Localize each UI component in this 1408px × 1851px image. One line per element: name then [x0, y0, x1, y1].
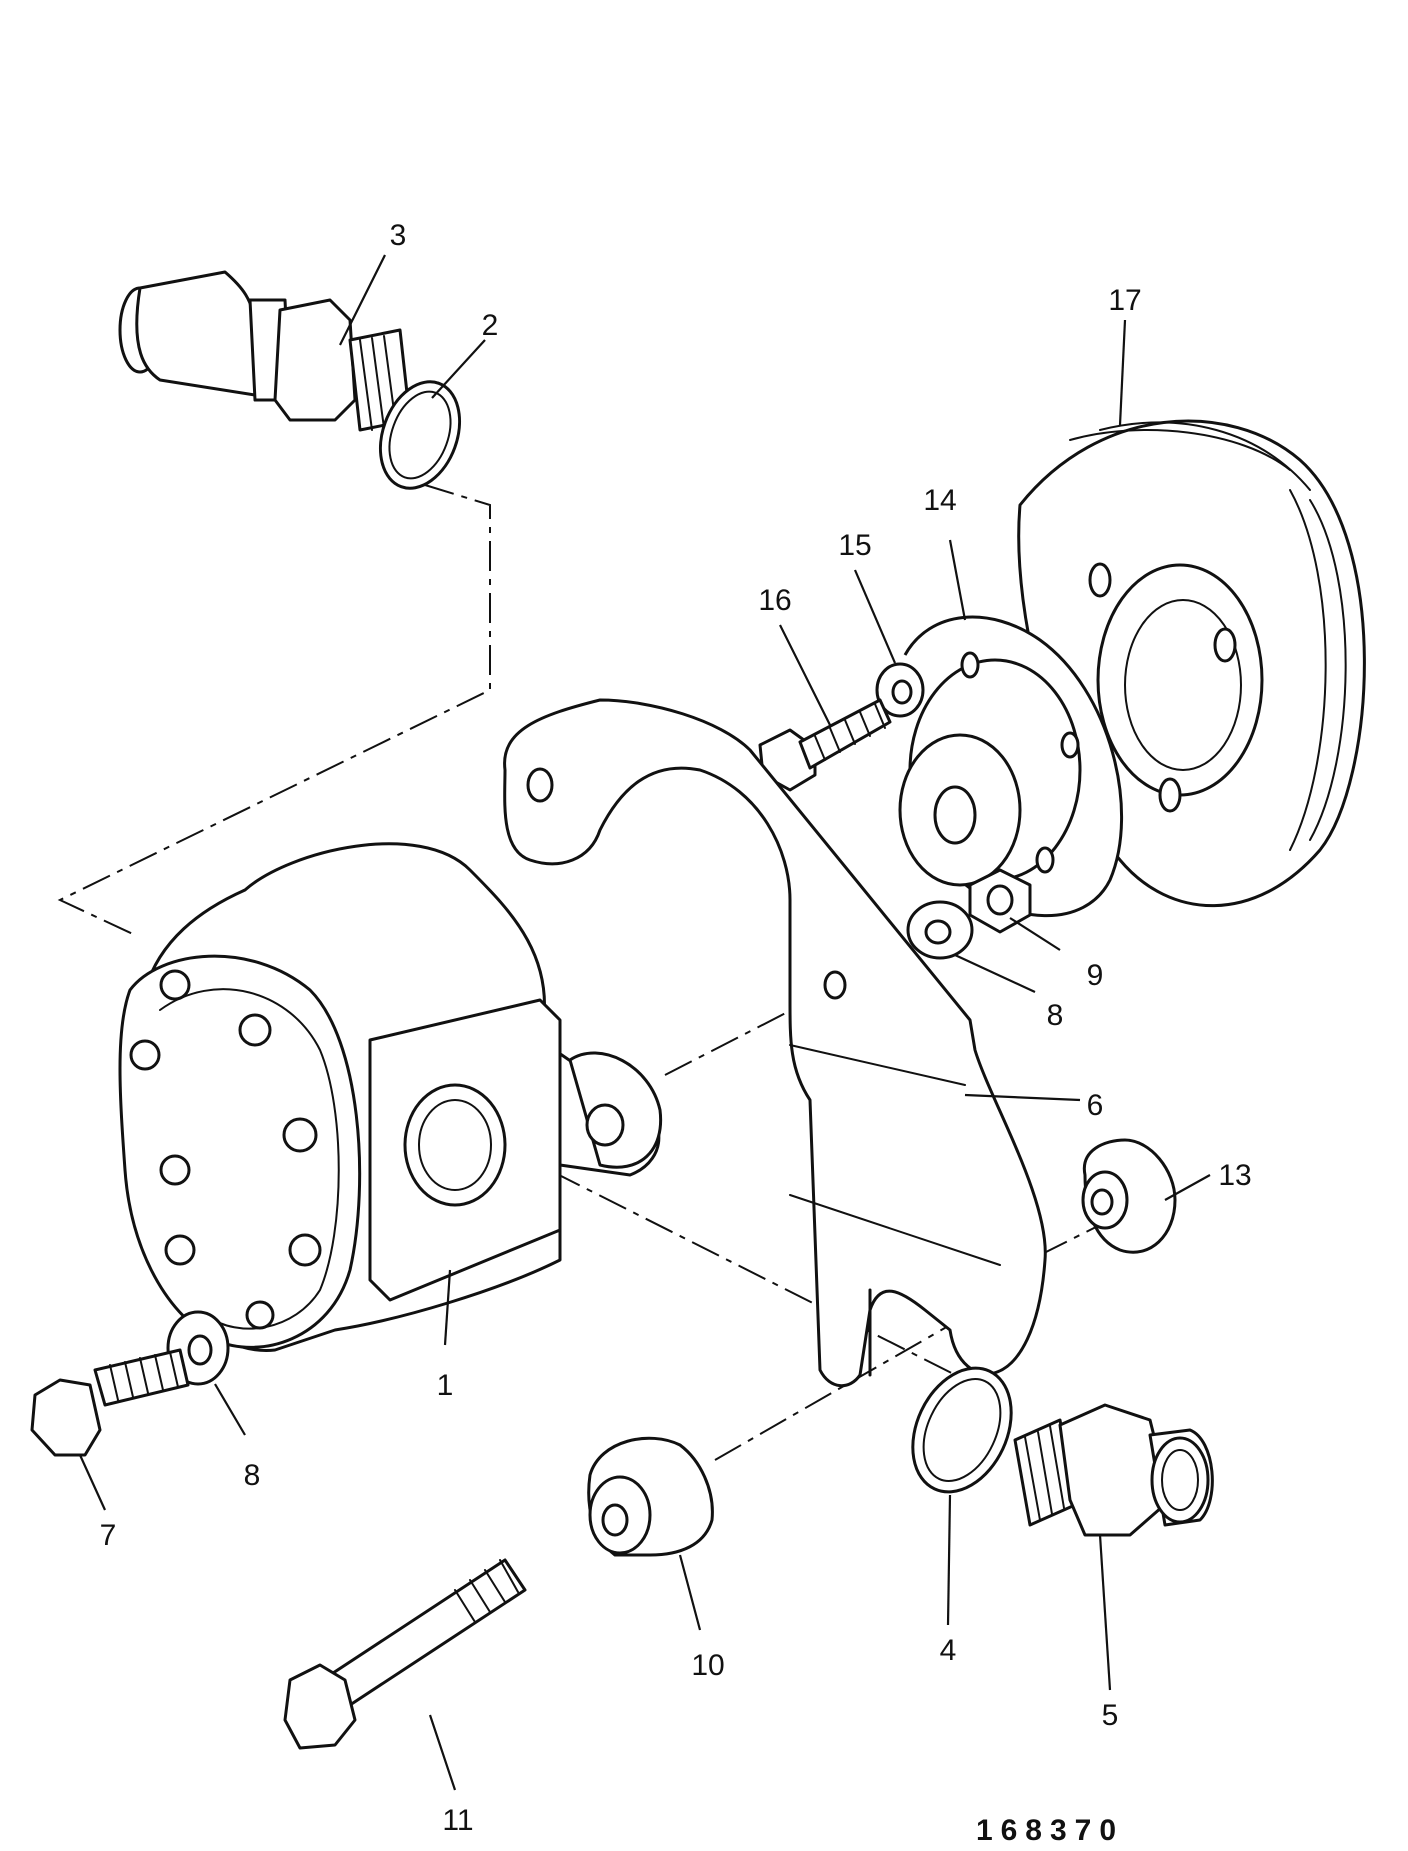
callout-8-upper: 8	[1047, 999, 1064, 1032]
bush-part-10	[587, 1436, 714, 1557]
callout-15: 15	[838, 529, 871, 562]
washer-part-15	[875, 662, 925, 718]
bush-part-13	[1081, 1138, 1177, 1254]
callout-9: 9	[1087, 959, 1104, 992]
callout-7: 7	[100, 1519, 117, 1552]
connector-part-5	[1013, 1403, 1214, 1537]
callout-17: 17	[1108, 284, 1141, 317]
leader-lines	[78, 254, 1211, 1791]
bolt-part-16	[758, 698, 892, 792]
callout-10: 10	[691, 1649, 724, 1682]
bracket-part-6	[503, 698, 1047, 1388]
callout-1: 1	[437, 1369, 454, 1402]
seal-ring-part-4	[911, 1366, 1013, 1494]
callout-13: 13	[1218, 1159, 1251, 1192]
callout-11: 11	[442, 1804, 473, 1837]
hub-part-14	[898, 615, 1123, 918]
catalog-number: 168370	[976, 1814, 1124, 1847]
callout-4: 4	[940, 1634, 957, 1667]
nut-part-9	[968, 868, 1032, 934]
callout-2: 2	[482, 309, 499, 342]
washer-part-8-upper	[906, 900, 974, 960]
callout-8-lower: 8	[244, 1459, 261, 1492]
seal-ring-part-2	[378, 380, 462, 490]
pump-part-1	[118, 842, 663, 1352]
bolt-part-11	[283, 1558, 527, 1750]
callout-3: 3	[390, 219, 407, 252]
pump-cover-bolts	[129, 969, 322, 1330]
callout-labels: 3 2 17 14 15 16 9 8 6 13 1 8 7 10 4 5 11	[100, 219, 1252, 1837]
hose-connector-part-3	[118, 270, 412, 432]
callout-16: 16	[758, 584, 791, 617]
bolt-part-7	[30, 1348, 190, 1457]
callout-5: 5	[1102, 1699, 1119, 1732]
callout-14: 14	[923, 484, 956, 517]
callout-6: 6	[1087, 1089, 1104, 1122]
